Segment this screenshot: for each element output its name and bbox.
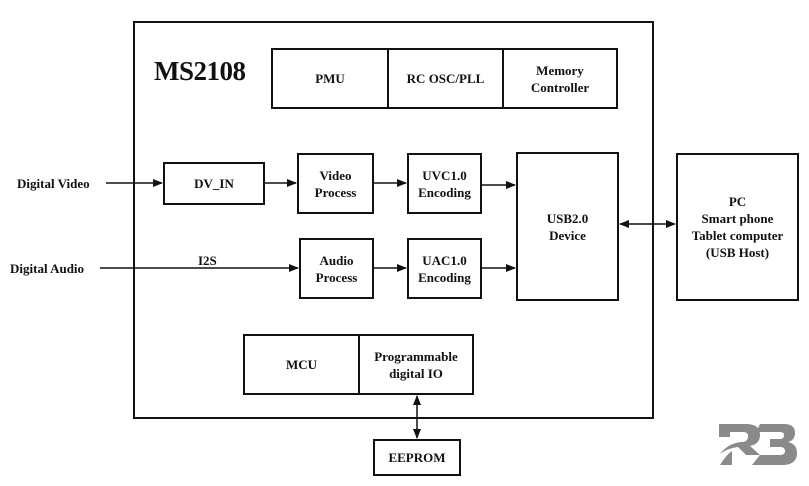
memory-controller-label: Memory Controller — [530, 62, 590, 95]
audio-process-block: Audio Process — [299, 238, 374, 299]
dv-in-label: DV_IN — [194, 176, 234, 191]
rb-logo-icon — [719, 424, 797, 465]
rc-osc-pll-block: RC OSC/PLL — [387, 48, 504, 109]
uvc-encoding-label: UVC1.0 Encoding — [418, 167, 471, 200]
audio-process-label: Audio Process — [315, 252, 358, 285]
pmu-label: PMU — [315, 71, 345, 86]
eeprom-label: EEPROM — [388, 450, 446, 465]
uac-encoding-block: UAC1.0 Encoding — [407, 238, 482, 299]
i2s-label: I2S — [198, 253, 217, 268]
digital-audio-label: Digital Audio — [10, 261, 85, 276]
digital-video-label: Digital Video — [17, 176, 90, 191]
rb-watermark-logo — [716, 421, 798, 476]
usb-host-block: PC Smart phone Tablet computer (USB Host… — [676, 153, 799, 301]
chip-title: MS2108 — [154, 56, 246, 86]
programmable-io-block: Programmable digital IO — [358, 334, 474, 395]
usb-device-block: USB2.0 Device — [516, 152, 619, 301]
dv-in-block: DV_IN — [163, 162, 265, 205]
uvc-encoding-block: UVC1.0 Encoding — [407, 153, 482, 214]
pmu-block: PMU — [271, 48, 389, 109]
usb-device-label: USB2.0 Device — [546, 210, 589, 243]
uac-encoding-label: UAC1.0 Encoding — [418, 252, 471, 285]
memory-controller-block: Memory Controller — [502, 48, 618, 109]
eeprom-block: EEPROM — [373, 439, 461, 476]
mcu-block: MCU — [243, 334, 360, 395]
video-process-label: Video Process — [314, 167, 357, 200]
video-process-block: Video Process — [297, 153, 374, 214]
usb-host-label: PC Smart phone Tablet computer (USB Host… — [691, 194, 784, 260]
mcu-label: MCU — [285, 357, 318, 372]
programmable-io-label: Programmable digital IO — [374, 348, 458, 381]
rc-osc-pll-label: RC OSC/PLL — [406, 71, 485, 86]
